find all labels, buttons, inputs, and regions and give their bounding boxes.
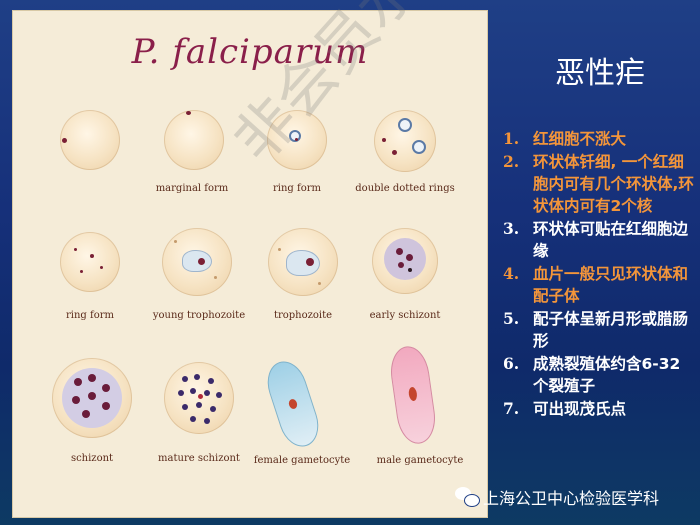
cell-schizont [52,358,132,438]
cell-early-schizont [372,228,438,294]
caption-marginal-form: marginal form [155,183,229,194]
caption-female-gametocyte: female gametocyte [253,455,351,466]
slide-title: 恶性疟 [555,56,645,91]
list-item: 6.成熟裂殖体约含6-32个裂殖子 [503,354,681,395]
plate-title: P. falciparum [131,32,369,72]
cell-mature-schizont [164,362,234,434]
cell-ring-form [267,110,327,170]
cell-marginal-form-2 [164,110,224,170]
caption-trophozoite: trophozoite [273,310,333,321]
brand-text: 上海公卫中心检验医学科 [483,489,660,508]
list-item: 5.配子体呈新月形或腊肠形 [503,309,689,350]
cell-male-gametocyte [387,343,439,447]
wechat-icon [455,487,480,507]
caption-early-schizont: early schizont [369,310,441,321]
caption-ring-form-2: ring form [66,310,114,321]
list-item: 2.环状体钎细, 一个红细胞内可有几个环状体,环状体内可有2个核 [503,152,694,215]
caption-young-trophozoite: young trophozoite [152,310,246,321]
brand-label: 上海公卫中心检验医学科 [455,485,659,509]
cell-ring-form-2 [60,232,120,292]
caption-double-dotted-rings: double dotted rings [355,183,455,194]
list-item: 7.可出现茂氏点 [503,399,627,418]
cell-female-gametocyte [261,356,325,452]
list-item: 3.环状体可贴在红细胞边缘 [503,219,689,260]
cell-double-dotted-rings [374,110,436,172]
list-item: 4.血片一般只见环状体和配子体 [503,264,689,305]
caption-male-gametocyte: male gametocyte [376,455,464,466]
cell-young-trophozoite [162,228,232,296]
caption-ring-form: ring form [273,183,321,194]
cell-marginal-form [60,110,120,170]
caption-mature-schizont: mature schizont [158,453,240,464]
caption-schizont: schizont [70,453,114,464]
cell-trophozoite [268,228,338,296]
illustration-plate: P. falciparum marginal form ring form do… [12,10,488,518]
list-item: 1.红细胞不涨大 [503,129,627,148]
feature-list: 1.红细胞不涨大 2.环状体钎细, 一个红细胞内可有几个环状体,环状体内可有2个… [503,128,695,421]
